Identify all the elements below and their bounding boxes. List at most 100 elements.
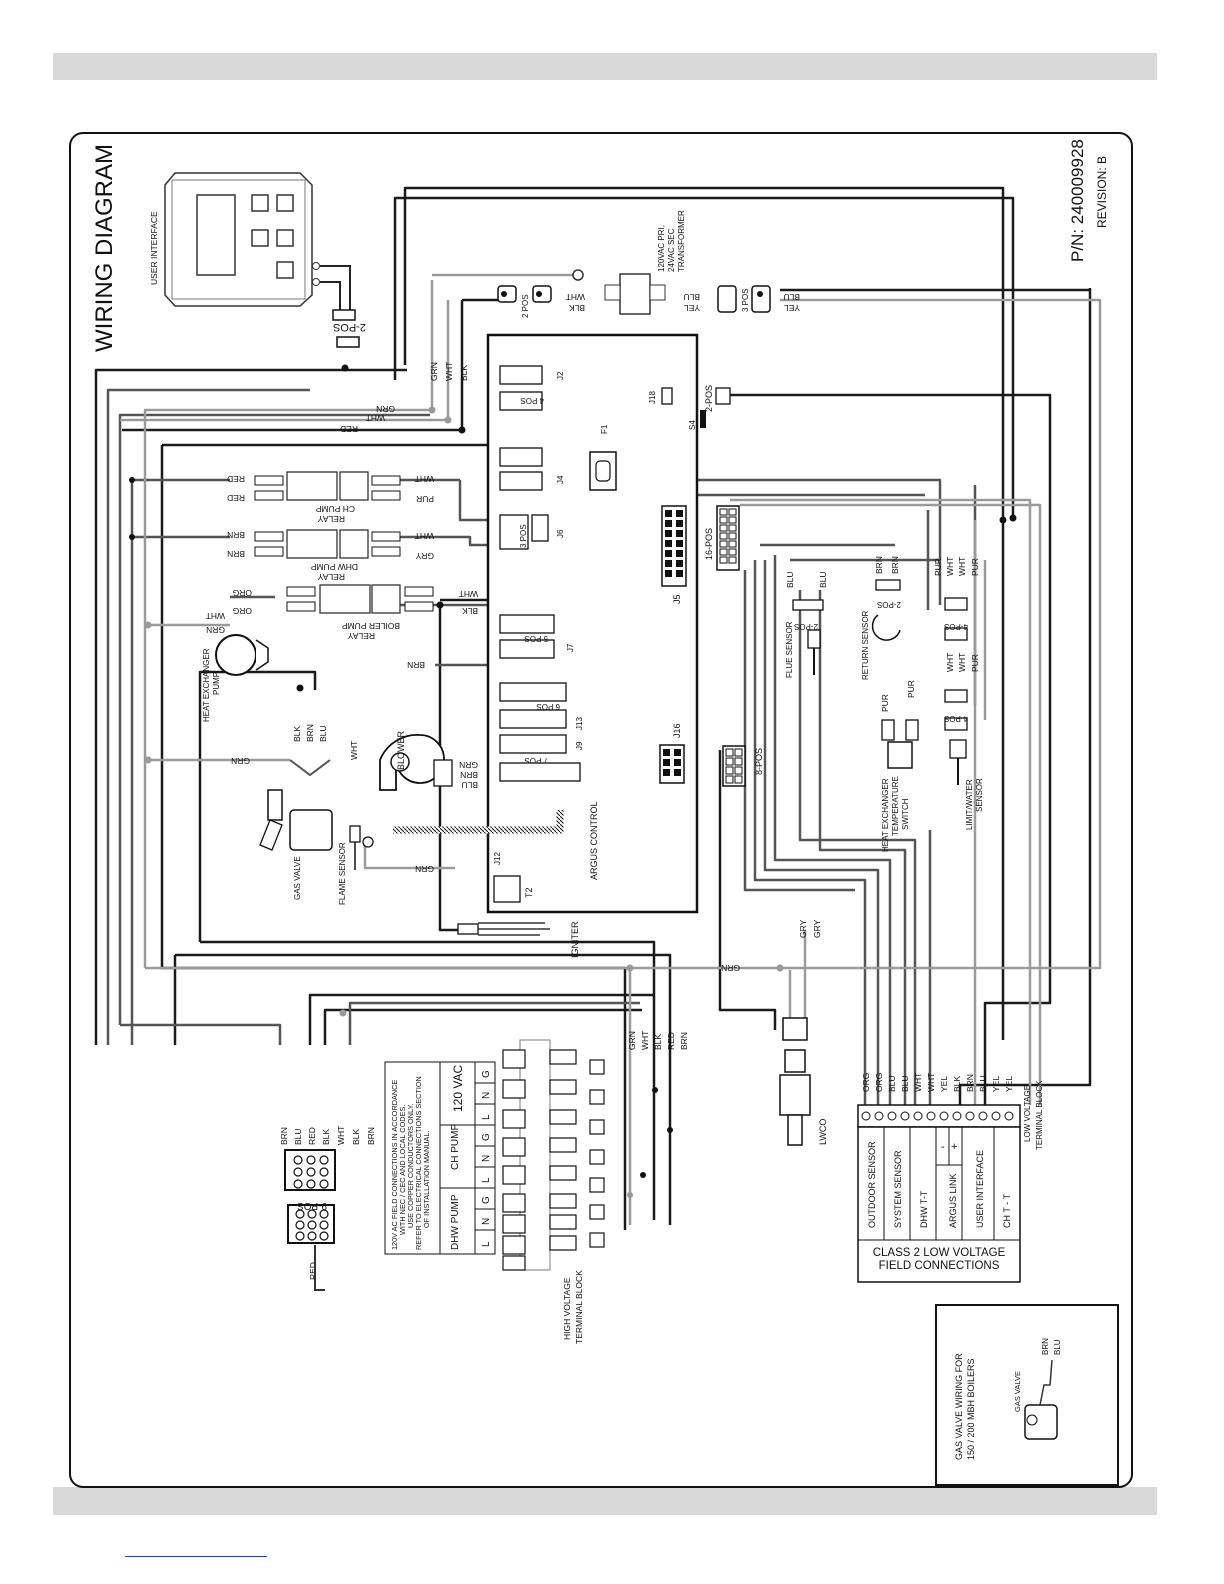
connector-16-pos: 16-POS — [704, 505, 740, 571]
connector-label: 2-POS — [877, 600, 901, 609]
hv-group: 120 VAC — [451, 1065, 465, 1112]
wire-label: WHT — [336, 1126, 346, 1145]
transformer-label: 120VAC PRI, — [657, 225, 666, 272]
wire-label: BLK — [321, 1129, 331, 1145]
lv-row: SYSTEM SENSOR — [893, 1150, 903, 1228]
igniter-label: IGNITER — [570, 921, 580, 958]
connector-9-pos: 9-POS — [284, 1149, 336, 1291]
argus-sign: + — [951, 1141, 957, 1153]
connector-label: J7 — [566, 643, 575, 652]
lv-row: USER INTERFACE — [975, 1150, 985, 1228]
switch-s4 — [700, 410, 706, 428]
ui-2-pos-connector: 2-POS — [332, 309, 366, 348]
lv-row: DHW T-T — [919, 1190, 929, 1228]
igniter: IGNITER — [457, 921, 580, 958]
hv-terminal: N — [481, 1218, 492, 1225]
lv-block-label: TERMINAL BLOCK — [1035, 1080, 1044, 1150]
wire-label: PUR — [970, 558, 980, 576]
wire-label: BRN — [407, 660, 425, 670]
wire-label: RED — [308, 1262, 318, 1280]
transformer-label: TRANSFORMER — [677, 210, 686, 272]
wire-label: PUR — [880, 694, 890, 712]
wire-label: WHT — [366, 413, 385, 423]
wire-label: GRY — [798, 919, 808, 938]
wire-label: BLK — [569, 303, 585, 313]
wire-label: GRN — [627, 1031, 637, 1050]
wire-label: BLK — [459, 365, 469, 381]
wire-label: GRN — [206, 625, 225, 635]
wire-label: BLK — [351, 1129, 361, 1145]
inset-wire-label: BRN — [1041, 1338, 1050, 1355]
flame-sensor: FLAME SENSOR — [338, 825, 374, 905]
inset-caption: 150 / 200 MBH BOILERS — [966, 1358, 976, 1460]
relay-label: DHW PUMP — [310, 562, 358, 572]
wire-label: GRN — [721, 963, 740, 973]
connector-label: 3 POS — [519, 524, 528, 548]
blower: BLOWER — [379, 730, 564, 834]
wire-label: WHT — [957, 653, 967, 672]
lv-title: CLASS 2 LOW VOLTAGE — [873, 1247, 1006, 1259]
lv-wire-label: WHT — [913, 1073, 923, 1092]
wire-label: BLU — [785, 571, 795, 588]
connector-label: 2-POS — [794, 622, 818, 631]
argus-sign: - — [941, 1141, 945, 1153]
wire-label: BLU — [683, 292, 700, 302]
wire-label: GRY — [812, 919, 822, 938]
hv-terminal: L — [481, 1177, 492, 1183]
top-band — [53, 53, 1157, 80]
gas-valve-inset: GAS VALVE WIRING FOR 150 / 200 MBH BOILE… — [935, 1304, 1119, 1486]
inset-caption: GAS VALVE WIRING FOR — [954, 1353, 964, 1460]
connector-label: 9-POS — [297, 1200, 327, 1211]
wire-label: RED — [666, 1032, 676, 1050]
wire-label: WHT — [945, 653, 955, 672]
relay-label: BOILER PUMP — [342, 621, 400, 631]
display-screen — [196, 194, 236, 276]
relay-label: CH PUMP — [315, 504, 355, 514]
wire-label: BLU — [461, 780, 478, 790]
lv-wire-label: YEL — [939, 1076, 949, 1092]
wire-label: WHT — [640, 1031, 650, 1050]
wire-label: RED — [307, 1127, 317, 1145]
wire-label: GRN — [429, 362, 439, 381]
hv-block-label: TERMINAL BLOCK — [574, 1270, 584, 1344]
lv-title: FIELD CONNECTIONS — [879, 1260, 1000, 1272]
hv-terminal: G — [481, 1196, 492, 1204]
wire-label: WHT — [945, 557, 955, 576]
high-voltage-terminal-block: HIGH VOLTAGE TERMINAL BLOCK — [502, 1039, 605, 1344]
hv-terminal: G — [481, 1133, 492, 1141]
connector-j6 — [499, 514, 529, 550]
connector-label: 2-POS — [704, 385, 714, 412]
wire-label: BRN — [890, 556, 900, 574]
wire-label: BRN — [227, 549, 245, 559]
wire-label: GRN — [415, 864, 434, 874]
transformer-label: 24VAC SEC — [667, 228, 676, 272]
switch-label: S4 — [688, 420, 697, 430]
gas-valve: GAS VALVE — [259, 759, 333, 900]
diagram-frame — [69, 132, 1133, 1488]
connector-6-pos — [499, 682, 567, 702]
bottom-band — [53, 1487, 1157, 1515]
hv-table: DHW PUMP CH PUMP 120 VAC L N G L N G L N… — [384, 1061, 496, 1255]
wire-label: RED — [227, 493, 245, 503]
lv-row: CH T - T — [1002, 1193, 1012, 1228]
ui-button — [251, 229, 269, 247]
connector-label: 2-POS — [333, 321, 366, 333]
user-interface-label: USER INTERFACE — [149, 211, 159, 285]
return-sensor: 2-POS RETURN SENSOR — [861, 579, 901, 680]
part-number: P/N: 240009928 — [1068, 139, 1087, 262]
hv-note: 120V AC FIELD CONNECTIONS IN ACCORDANCE — [390, 1080, 399, 1250]
wire-label: BLU — [318, 725, 328, 742]
connector-label: 4-POS — [944, 714, 968, 723]
hv-block-label: HIGH VOLTAGE — [562, 1277, 572, 1340]
ui-button — [276, 261, 294, 279]
hv-terminal: N — [481, 1092, 492, 1099]
wire-label: PUR — [933, 558, 943, 576]
wire-label: RED — [340, 424, 358, 434]
lv-row: OUTDOOR SENSOR — [867, 1141, 877, 1228]
hv-group: CH PUMP — [450, 1124, 461, 1170]
wire-label: BRN — [279, 1127, 289, 1145]
connector-j13 — [499, 709, 567, 729]
lv-wire-label: WHT — [926, 1073, 936, 1092]
hx-switch-label: SWITCH — [901, 798, 910, 830]
lv-wire-label: ORG — [861, 1073, 871, 1092]
